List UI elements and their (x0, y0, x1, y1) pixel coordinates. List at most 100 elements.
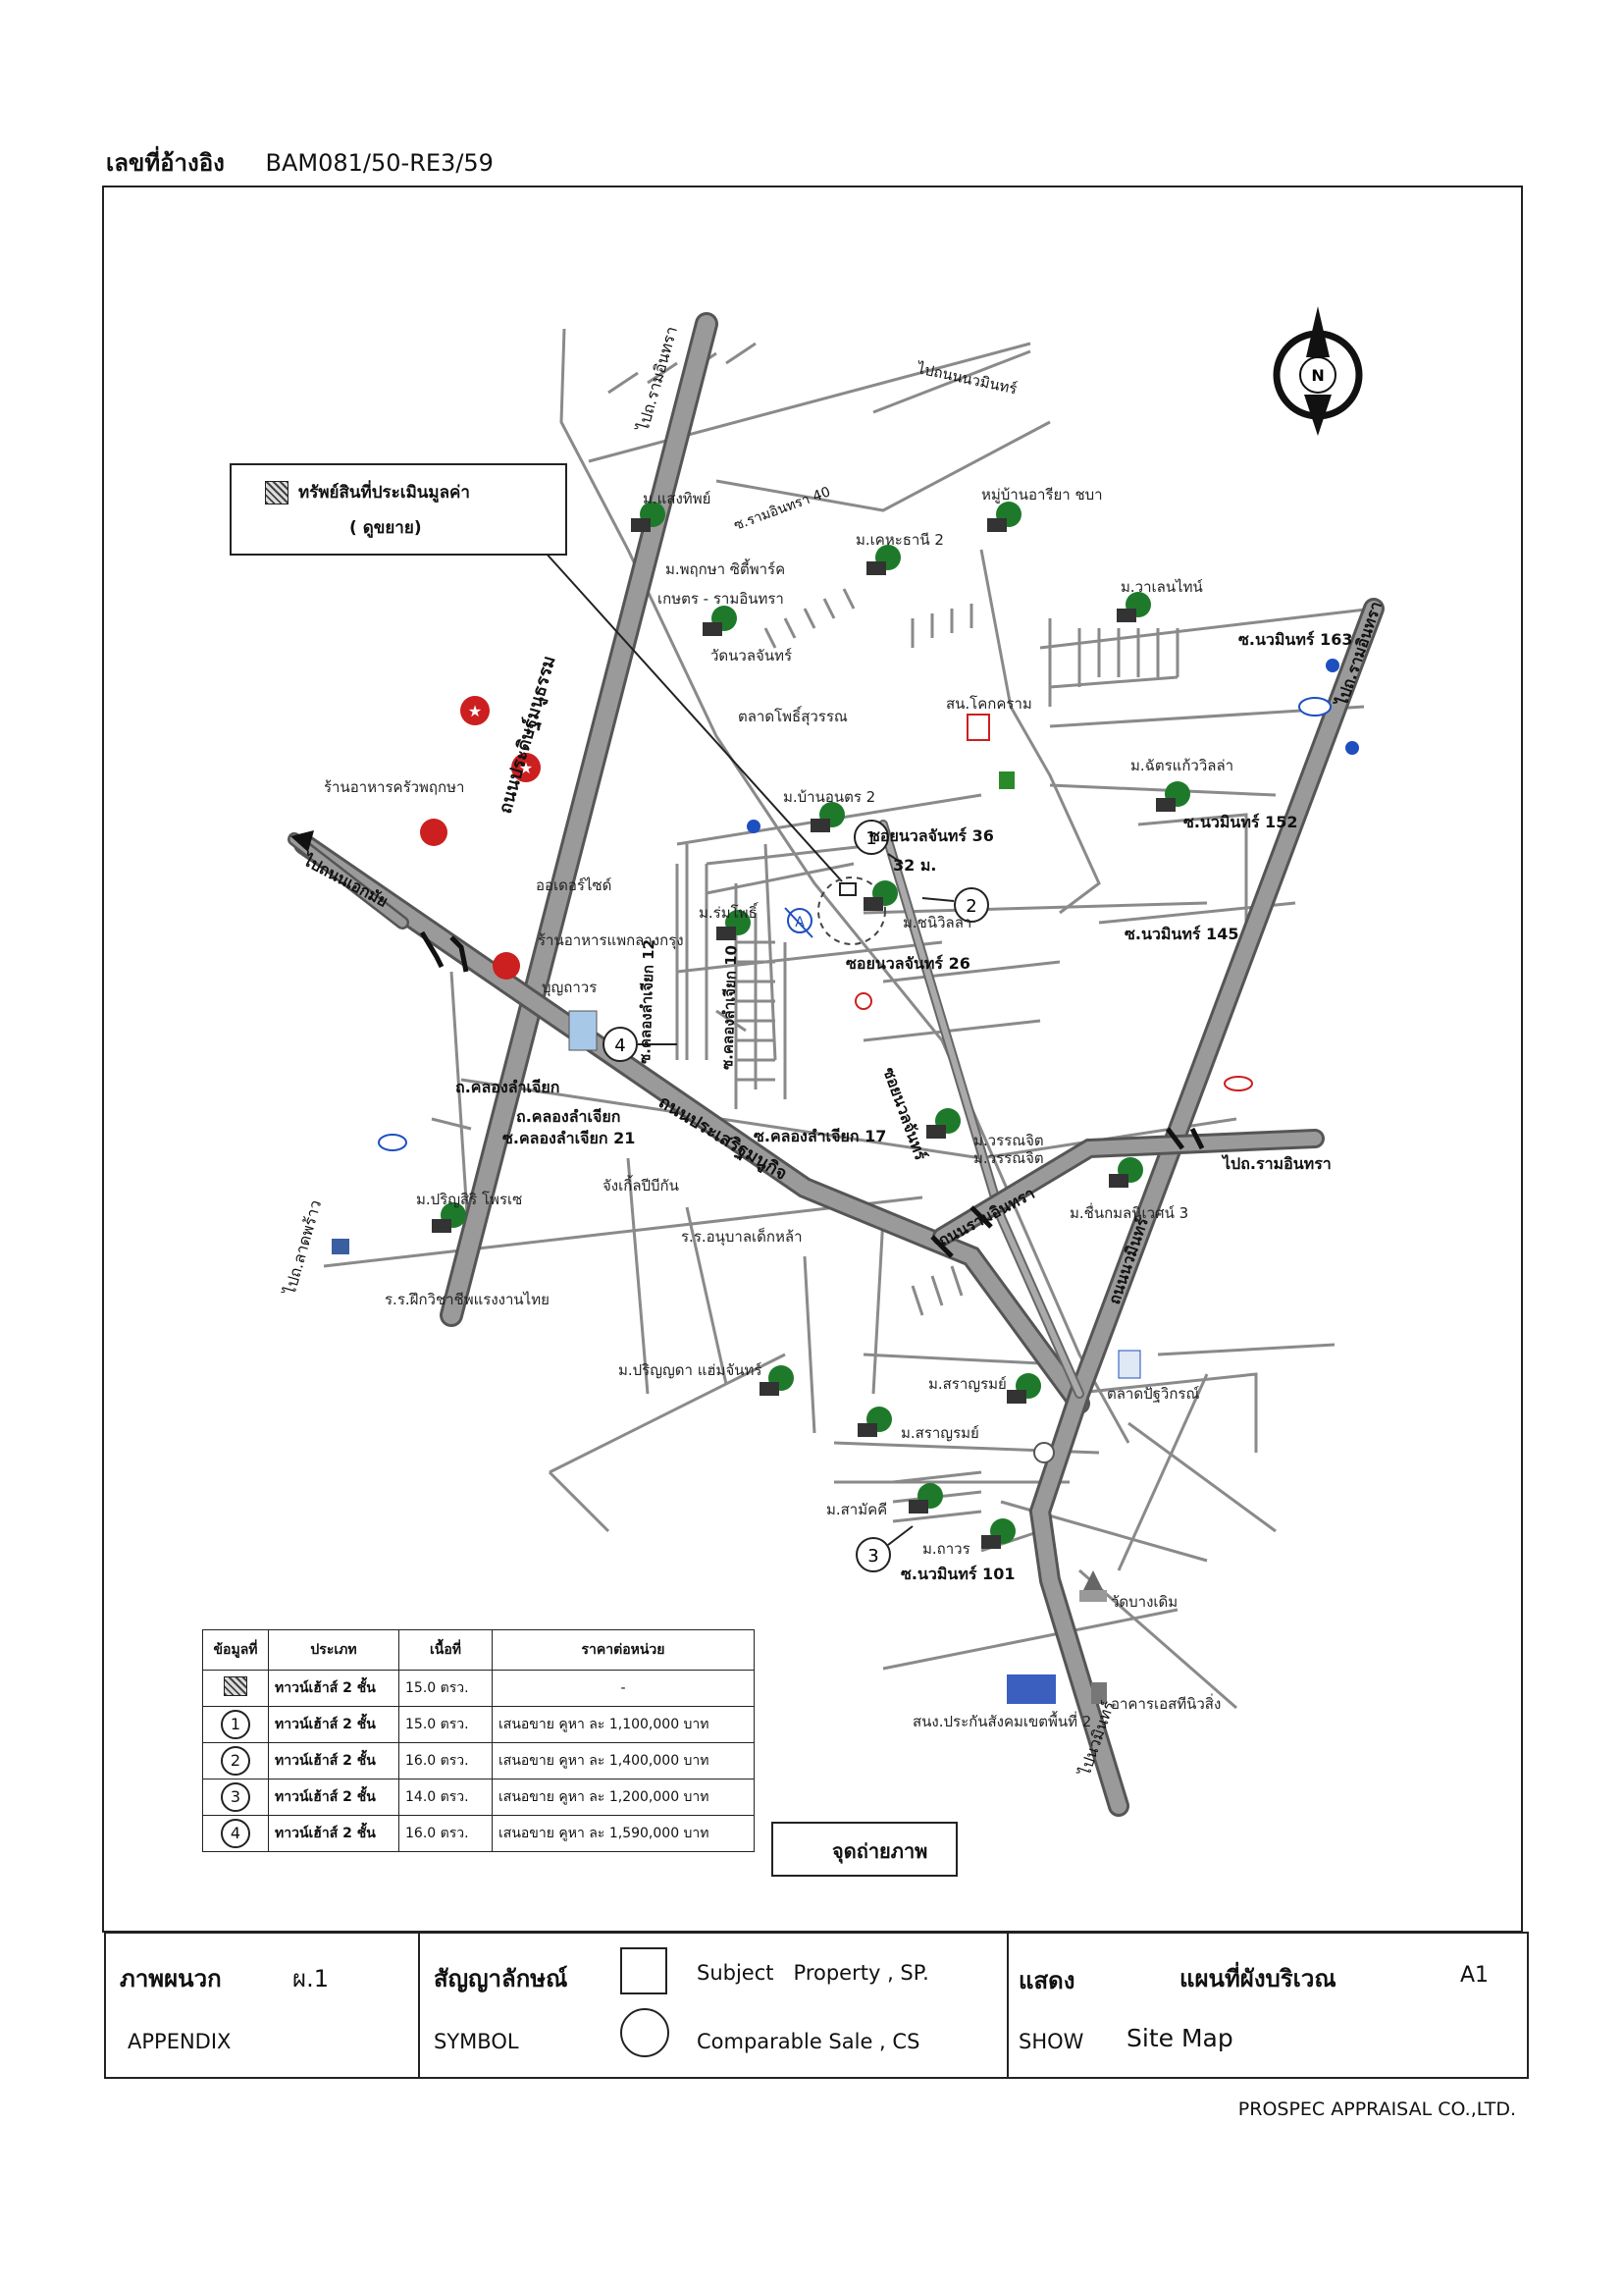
map-title-en: Site Map (1126, 2024, 1233, 2052)
marker-4: 4 (614, 1036, 625, 1056)
circle-symbol-icon (620, 2008, 669, 2057)
appendix-no: ผ.1 (292, 1965, 329, 1992)
table-row: 2 ทาวน์เฮ้าส์ 2 ชั้น 16.0 ตรว. เสนอขาย ค… (202, 1742, 755, 1779)
col-header-price: ราคาต่อหน่วย (492, 1629, 755, 1671)
place-anuban: ร.ร.อนุบาลเด็กหล้า (681, 1228, 803, 1246)
place-talad-pracha: ตลาดปัฐวิกรณ์ (1107, 1385, 1200, 1403)
table-header-row: ข้อมูลที่ ประเภท เนื้อที่ ราคาต่อหน่วย (202, 1629, 755, 1671)
table-row: 1 ทาวน์เฮ้าส์ 2 ชั้น 15.0 ตรว. เสนอขาย ค… (202, 1706, 755, 1743)
marker-1: 1 (865, 828, 876, 849)
road-label-ram-intra-north: ไปถ.รามอินทรา (1332, 599, 1386, 710)
col-header-type: ประเภท (268, 1629, 399, 1671)
place-sanam-koko: สน.โคกคราม (946, 695, 1032, 713)
show-en: SHOW (1019, 2030, 1084, 2053)
symbol-en: SYMBOL (434, 2030, 519, 2053)
show-th: แสดง (1019, 1967, 1075, 1994)
square-symbol-icon (620, 1947, 667, 1994)
place-ban-ahan: ร้านอาหารครัวพฤกษา (324, 778, 465, 796)
road-khlong-lam-chiak-17: ซ.คลองลำเจียก 17 (754, 1127, 887, 1145)
subject-property-marker (817, 876, 886, 945)
svg-text:N: N (1311, 366, 1324, 385)
hatch-swatch (265, 481, 288, 505)
reference-label: เลขที่อ้างอิง (106, 149, 225, 177)
place-ais: อาคารเอสทีนิวสิ่ง (1111, 1695, 1222, 1713)
arrow-west-icon (290, 830, 314, 852)
place-warunjit: ม.วรรณจิต (973, 1132, 1044, 1149)
marker-2: 2 (966, 896, 976, 917)
map-code: A1 (1460, 1963, 1490, 1988)
row-id: 3 (221, 1782, 250, 1812)
place-saeng-thip: ม.แสงทิพย์ (643, 490, 711, 507)
place-saran-1: ม.สราญรมย์ (928, 1375, 1007, 1393)
marker-3: 3 (867, 1546, 878, 1567)
place-prinyada: ม.ปริญญดา แฮ่มจันทร์ (618, 1361, 762, 1379)
road-label-soi-nuanchan: ซอยนวลจันทร์ (879, 1065, 930, 1163)
reference-value: BAM081/50-RE3/59 (265, 149, 494, 177)
main-roads (288, 312, 1385, 1817)
place-chatkaew: ม.ฉัตรแก้ววิลล่า (1130, 757, 1234, 774)
place-pririt: ม.ปริญสิริ โพรเซ (416, 1191, 523, 1208)
col-header-area: เนื้อที่ (398, 1629, 493, 1671)
place-vocational: ร.ร.ฝึกวิชาชีพแรงงานไทย (385, 1291, 550, 1308)
road-khlong-lam-chiak-b: ถ.คลองลำเจียก (516, 1107, 621, 1126)
place-thawon: ม.ถาวร (922, 1540, 970, 1558)
place-wat-bang: วัดบางเดิม (1111, 1593, 1179, 1611)
place-chanviwat: ม.ชนิวิลลา (903, 914, 972, 931)
photo-point-marker: A (784, 907, 813, 938)
road-soi-nuanchan-36: ซอยนวลจันทร์ 36 (869, 826, 994, 845)
comparable-markers: 1 2 3 4 (602, 820, 989, 1572)
comparable-table: ข้อมูลที่ ประเภท เนื้อที่ ราคาต่อหน่วย ท… (202, 1629, 755, 1852)
place-ariya: หมู่บ้านอารียา ชบา (981, 486, 1103, 504)
comparable-sale-text: Comparable Sale , CS (697, 2030, 920, 2053)
footer-symbol-cell: สัญญาลักษณ์ SYMBOL Subject Property , SP… (418, 1934, 1009, 2077)
footer-appendix-cell: ภาพผนวก ผ.1 APPENDIX (106, 1934, 420, 2077)
leader-line (544, 551, 843, 882)
footer-title-block: ภาพผนวก ผ.1 APPENDIX สัญญาลักษณ์ SYMBOL … (104, 1932, 1529, 2079)
place-kehachani: ม.เคหะธานี 2 (856, 531, 944, 549)
road-nawamin-101: ซ.นวมินทร์ 101 (901, 1565, 1016, 1583)
place-social-security: สนง.ประกันสังคมเขตพื้นที่ 2 (913, 1713, 1092, 1730)
place-dr-shop: ออเดอร์ไซด์ (536, 876, 612, 894)
road-label-main-a-south: ไปถ.ลาดพร้าว (280, 1197, 325, 1299)
row-id: 4 (221, 1819, 250, 1848)
road-soi-nuanchan-26: ซอยนวลจันทร์ 26 (846, 954, 970, 973)
minor-roads (323, 328, 1375, 1710)
village-icons (432, 502, 1190, 1549)
map-title-th: แผนที่ผังบริเวณ (1179, 1965, 1336, 1992)
photo-point-legend: จุดถ่ายภาพ (771, 1822, 958, 1877)
gas-station-icons: ★ ★ (332, 659, 1359, 1704)
place-jungle: จังเกิ้ลปีบีกัน (602, 1177, 679, 1195)
bridge-icon (419, 930, 1205, 1258)
road-ram-intra-east: ไปถ.รามอินทรา (1223, 1154, 1332, 1173)
reference-line: เลขที่อ้างอิง BAM081/50-RE3/59 (106, 143, 494, 182)
table-row: ทาวน์เฮ้าส์ 2 ชั้น 15.0 ตรว. - (202, 1670, 755, 1707)
subject-property-text: Subject Property , SP. (697, 1961, 929, 1985)
place-saran-2: ม.สราญรมย์ (901, 1424, 979, 1442)
svg-text:★: ★ (519, 759, 533, 777)
road-nawamin-163: ซ.นวมินทร์ 163 (1238, 630, 1353, 649)
road-label-main-a: ถนนประดิษฐ์มนูธรรม (495, 654, 561, 817)
subject-legend-line-2: ( ดูขยาย) (349, 518, 422, 538)
side-street-combs (607, 342, 1179, 1523)
road-khlong-lam-chiak-21: ซ.คลองลำเจียก 21 (502, 1129, 636, 1147)
appendix-en: APPENDIX (128, 2030, 232, 2053)
place-talad: ตลาดโพธิ์สุวรรณ (738, 708, 848, 725)
place-tree-house: ร้านอาหารแพกลางกรุง (538, 931, 684, 949)
road-khlong-lam-chiak-a: ถ.คลองลำเจียก (455, 1078, 560, 1096)
place-samakkhi: ม.สามัคคี (826, 1501, 888, 1518)
road-distance: 32 ม. (893, 856, 937, 875)
symbol-th: สัญญาลักษณ์ (434, 1965, 568, 1992)
road-label-khlong-10: ซ.คลองลำเจียก 10 (718, 945, 740, 1070)
row-id: 2 (221, 1746, 250, 1776)
place-the-lake: ม.วาเลนไทน์ (1121, 578, 1203, 596)
road-label-ram-intra-road: ถนนรามอินทรา (935, 1184, 1038, 1250)
road-label-nawamin-top: ไปถนนนวมินทร์ (915, 359, 1019, 398)
table-row: 4 ทาวน์เฮ้าส์ 2 ชั้น 16.0 ตรว. เสนอขาย ค… (202, 1815, 755, 1852)
road-nawamin-145: ซ.นวมินทร์ 145 (1125, 925, 1239, 943)
photo-point-label: จุดถ่ายภาพ (832, 1839, 928, 1863)
road-nawamin-152: ซ.นวมินทร์ 152 (1183, 813, 1298, 831)
col-header-id: ข้อมูลที่ (202, 1629, 269, 1671)
table-row: 3 ทาวน์เฮ้าส์ 2 ชั้น 14.0 ตรว. เสนอขาย ค… (202, 1779, 755, 1816)
row-id: 1 (221, 1710, 250, 1739)
